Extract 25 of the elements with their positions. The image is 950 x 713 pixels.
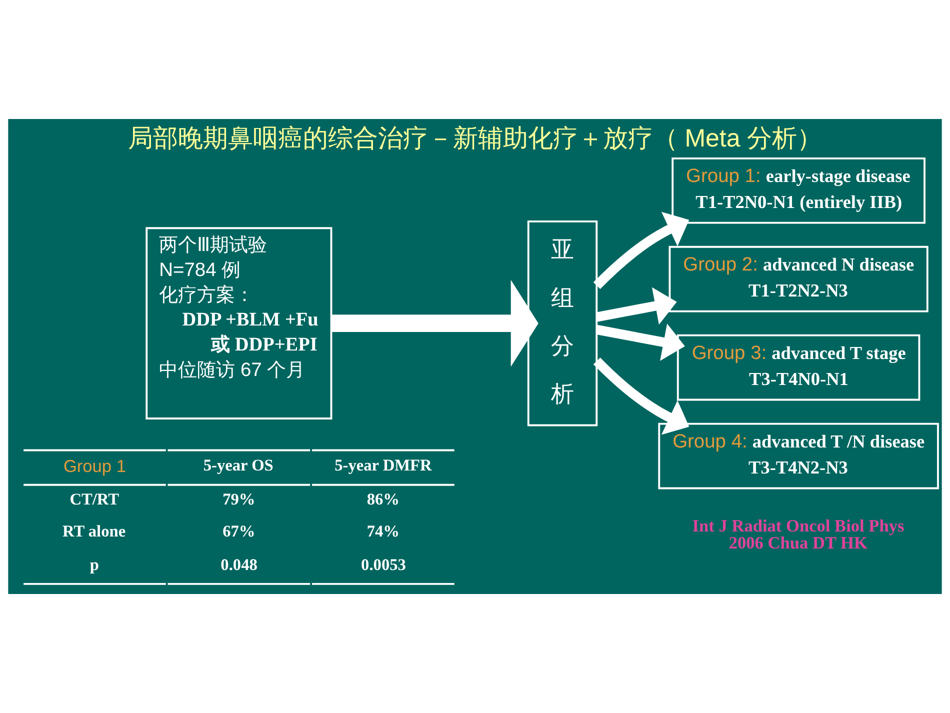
arrow <box>596 324 685 361</box>
label: 0.0053 <box>361 555 406 574</box>
label: 67% <box>222 521 256 540</box>
label: RT alone <box>62 521 126 540</box>
arrow <box>593 358 690 435</box>
label: 0.048 <box>220 555 258 574</box>
arrow <box>593 212 690 290</box>
label: 5-year OS <box>203 456 274 475</box>
label: p <box>90 555 99 574</box>
diagram-title: 局部晚期鼻咽癌的综合治疗－新辅助化疗＋放疗（ Meta 分析） <box>128 124 822 153</box>
label: Int J Radiat Oncol Biol Phys 2006 Chua DT HK <box>692 516 904 553</box>
node-box: Group 1: early-stage disease T1-T2N0-N1 (entirely IIB) <box>672 157 926 224</box>
node-box: Group 3: advanced T stage T3-T4N0-N1 <box>676 334 920 401</box>
node-box: Group 4: advanced T /N disease T3-T4N2-N3 <box>658 422 939 490</box>
label: 5-year DMFR <box>334 456 432 475</box>
arrow <box>332 280 538 367</box>
node-box: Group 2: advanced N disease T1-T2N2-N3 <box>668 246 928 312</box>
label: Group 1 <box>63 456 126 476</box>
label: 74% <box>366 521 400 540</box>
label: 86% <box>366 490 400 509</box>
arrow <box>596 287 677 325</box>
label: CT/RT <box>70 490 120 509</box>
node-box: 亚组分析 <box>527 220 598 426</box>
node-box: 两个Ⅲ期试验 N=784 例 化疗方案： DDP +BLM +Fu 或 DDP+EPI 中位随访 67 个月 <box>146 227 332 420</box>
label: 79% <box>222 490 256 509</box>
